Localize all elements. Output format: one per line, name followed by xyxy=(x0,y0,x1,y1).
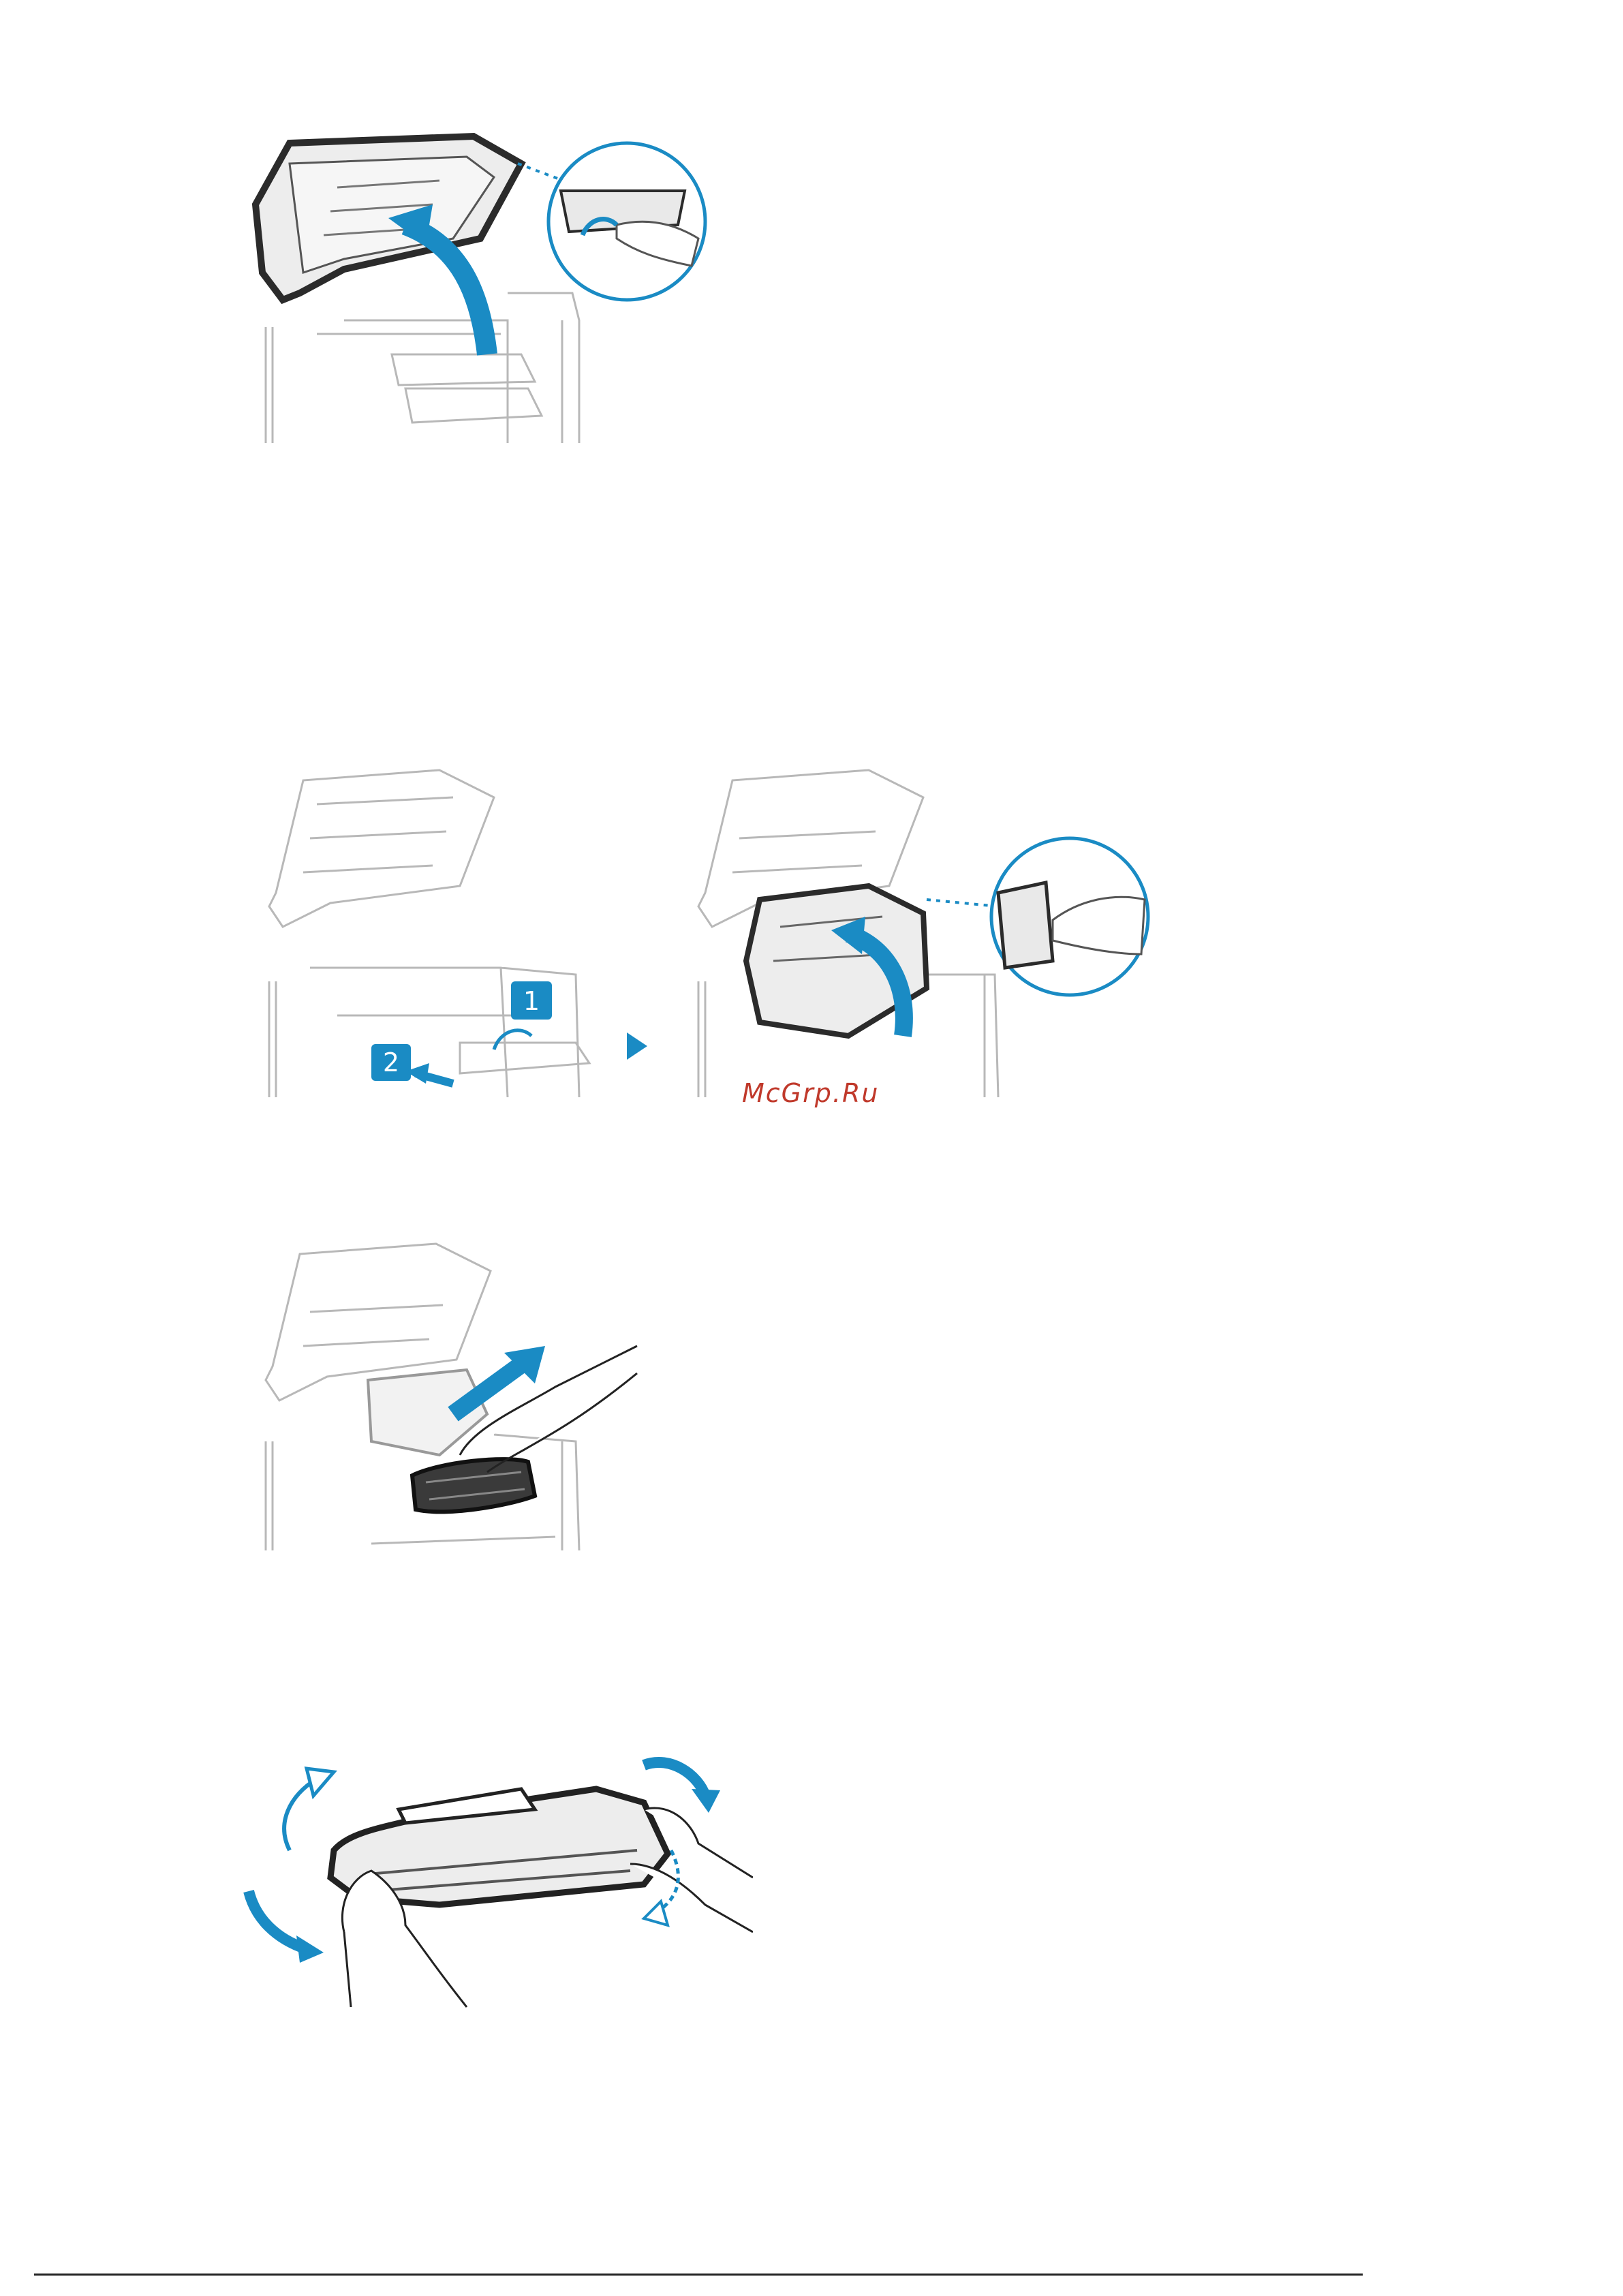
watermark-text: McGrp.Ru xyxy=(742,1078,906,1112)
next-step-arrow-icon xyxy=(627,1032,647,1060)
footer-rule xyxy=(34,2274,1363,2276)
figure-remove-toner-cartridge xyxy=(235,1237,644,1550)
figure-open-scanner-unit xyxy=(235,123,726,443)
figure-open-toner-cover: 1 2 xyxy=(235,763,1162,1097)
step-label-1: 1 xyxy=(523,986,540,1016)
step-label-2: 2 xyxy=(383,1047,399,1077)
figure-shake-toner-cartridge xyxy=(235,1728,753,2014)
